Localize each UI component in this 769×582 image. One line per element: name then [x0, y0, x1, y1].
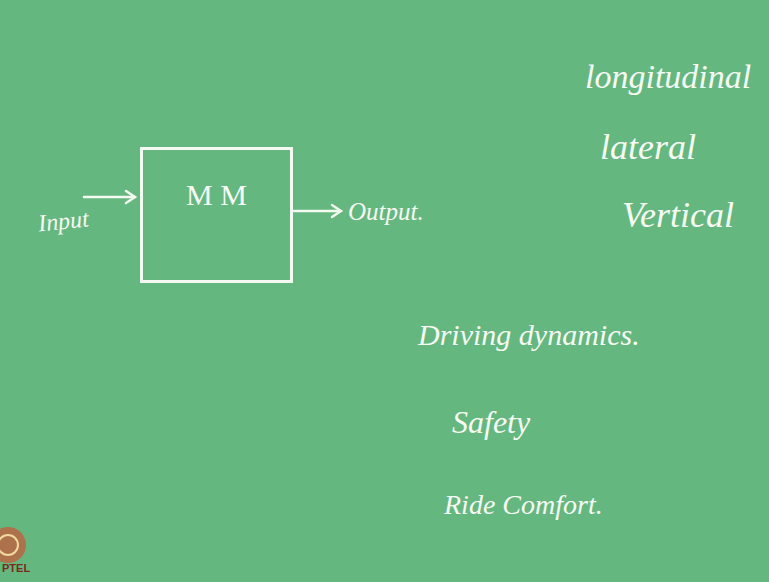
axis-label: longitudinal [585, 58, 751, 95]
arrow-head [332, 205, 341, 217]
box-text: M M [186, 178, 247, 211]
output-arrow [294, 210, 340, 213]
output-label: Output. [348, 198, 424, 226]
arrow-head [126, 191, 135, 203]
logo-emblem [0, 527, 26, 563]
topic-label: Driving dynamics. [418, 318, 640, 351]
logo-watermark: PTEL [2, 562, 30, 574]
input-label: Input [37, 205, 90, 237]
axis-label: lateral [600, 128, 696, 168]
topic-label: Safety [452, 405, 530, 440]
topic-label: Ride Comfort. [444, 490, 603, 521]
model-box: M M [140, 147, 293, 283]
logo-ring [0, 535, 18, 555]
axis-label: Vertical [622, 196, 734, 236]
input-arrow [84, 196, 134, 199]
